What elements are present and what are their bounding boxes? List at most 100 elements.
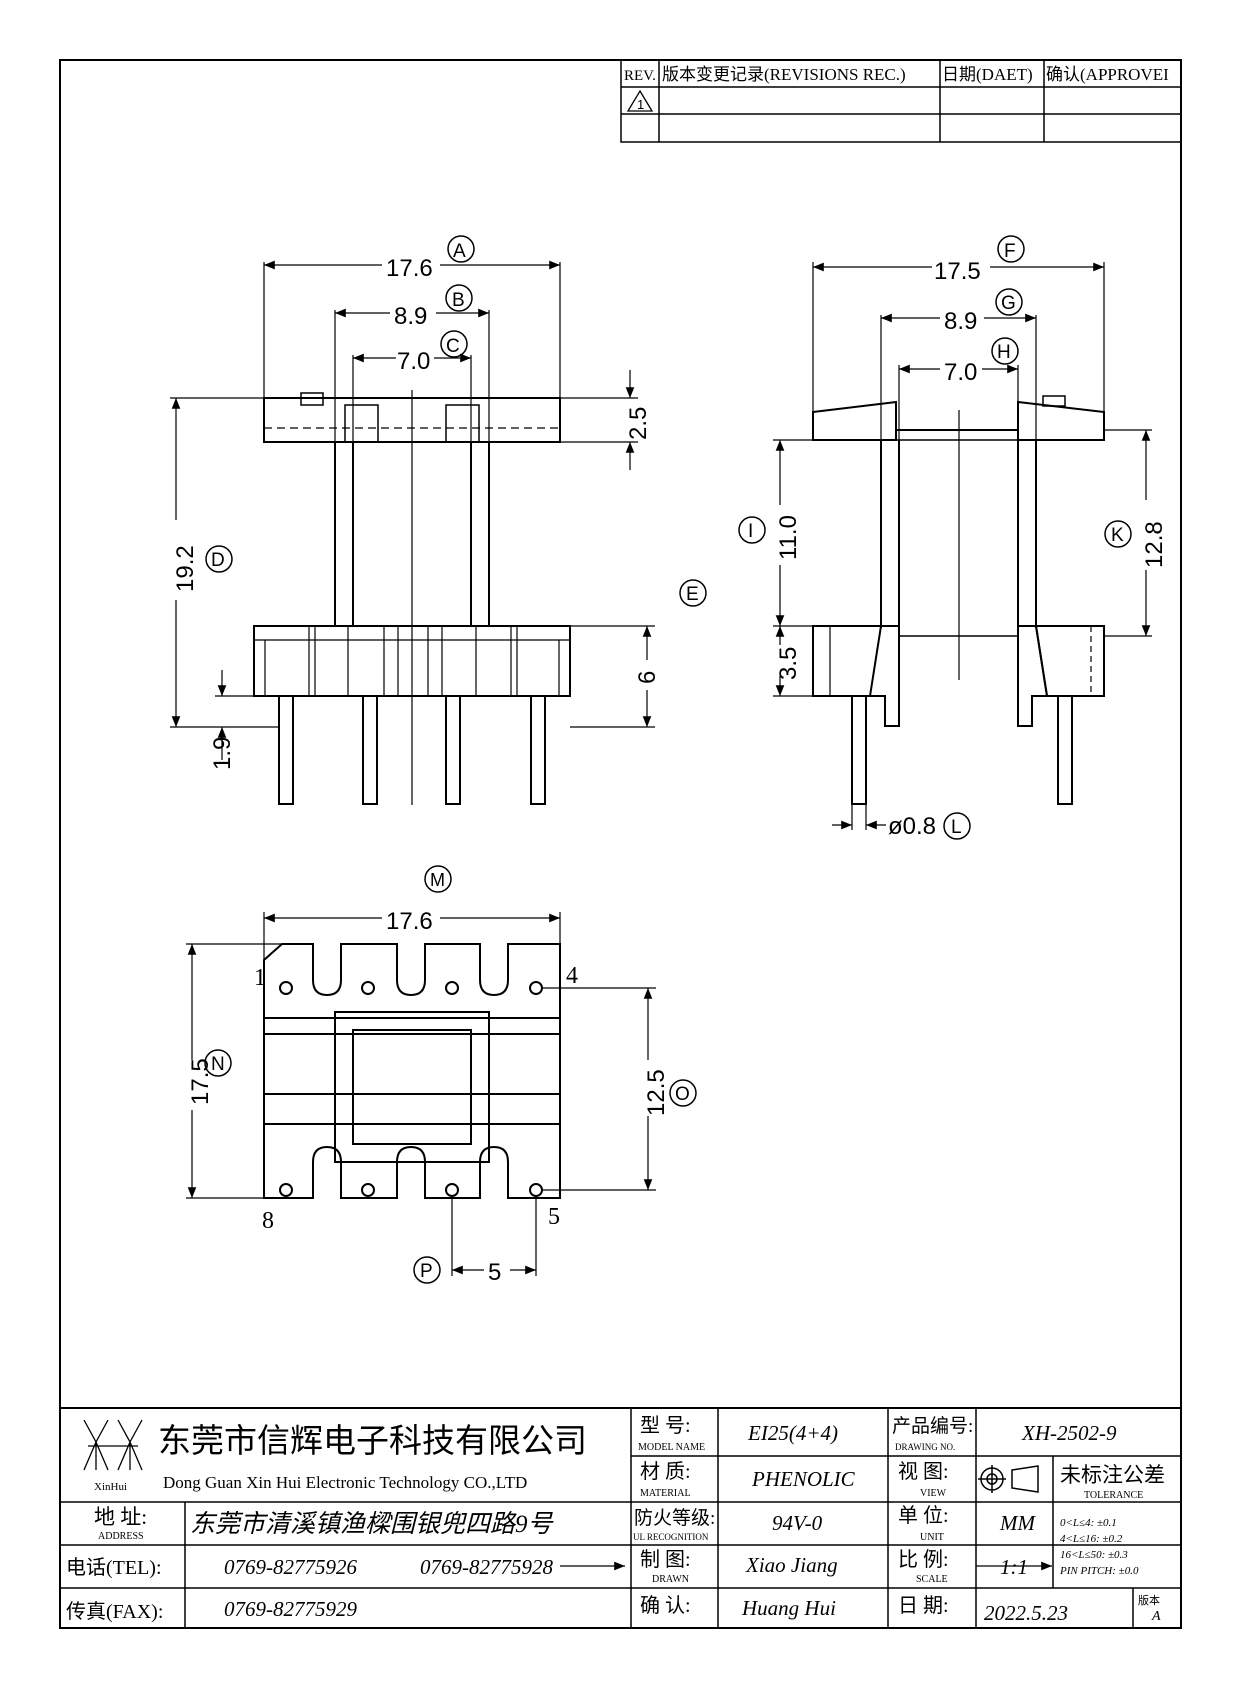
model-value: EI25(4+4) <box>747 1421 838 1445</box>
tag-e-icon: E <box>679 579 707 607</box>
pin-8-label: 8 <box>262 1208 274 1234</box>
svg-text:1: 1 <box>637 97 644 112</box>
fax-label: 传真(FAX): <box>66 1600 163 1623</box>
tag-i-icon: I <box>738 516 766 544</box>
dim-pin-pitch: 5 <box>488 1259 501 1286</box>
dim-7-0-front: 7.0 <box>397 348 430 375</box>
ul-value: 94V-0 <box>772 1511 823 1535</box>
xinhui-logo <box>83 1419 143 1471</box>
side-dimensions <box>773 262 1152 830</box>
front-view <box>253 390 571 805</box>
check-value: Huang Hui <box>741 1596 836 1620</box>
address-label: 地 址: <box>94 1505 147 1529</box>
dim-17-5-side: 17.5 <box>934 258 981 285</box>
check-label: 确 认: <box>640 1594 691 1617</box>
material-label-en: MATERIAL <box>640 1488 691 1499</box>
dim-12-5: 12.5 <box>643 1069 670 1116</box>
material-label: 材 质: <box>640 1460 691 1483</box>
model-label: 型 号: <box>640 1414 691 1437</box>
tag-p-icon: P <box>413 1256 441 1284</box>
svg-text:G: G <box>1001 293 1016 314</box>
address-label-en: ADDRESS <box>98 1531 144 1542</box>
svg-text:L: L <box>951 817 962 838</box>
dim-17-6-front: 17.6 <box>386 255 433 282</box>
version-label: 版本 <box>1138 1593 1160 1607</box>
svg-text:A: A <box>453 241 466 262</box>
drawn-label: 制 图: <box>640 1548 691 1571</box>
tag-m-icon: M <box>424 865 452 893</box>
svg-text:C: C <box>446 336 460 357</box>
dim-3-5: 3.5 <box>775 647 802 680</box>
address-value: 东莞市清溪镇渔樑围银兜四路9号 <box>190 1510 555 1538</box>
dim-8-9-front: 8.9 <box>394 303 427 330</box>
projection-symbol-icon <box>978 1465 1039 1493</box>
dim-6: 6 <box>634 671 661 684</box>
svg-text:P: P <box>420 1261 433 1282</box>
fax-value: 0769-82775929 <box>224 1597 357 1621</box>
company-name-cn: 东莞市信辉电子科技有限公司 <box>158 1423 587 1460</box>
tag-a-icon: A <box>447 235 475 263</box>
tolerance-line-4: PIN PITCH: ±0.0 <box>1059 1565 1139 1577</box>
date-col-header: 日期(DAET) <box>942 65 1033 84</box>
material-value: PHENOLIC <box>751 1467 856 1491</box>
dim-19-2: 19.2 <box>172 545 199 592</box>
date-label: 日 期: <box>898 1595 949 1617</box>
svg-text:E: E <box>686 584 699 605</box>
side-view <box>812 395 1105 805</box>
tag-n-icon: N <box>204 1049 232 1077</box>
tag-k-icon: K <box>1104 520 1132 548</box>
drawing-no-label-en: DRAWING NO. <box>895 1442 955 1452</box>
dim-8-9-side: 8.9 <box>944 308 977 335</box>
tel-value-2: 0769-82775928 <box>420 1555 553 1579</box>
svg-text:D: D <box>211 550 225 571</box>
unit-label-en: UNIT <box>920 1532 944 1543</box>
unit-label: 单 位: <box>898 1504 949 1527</box>
tel-label: 电话(TEL): <box>66 1556 162 1579</box>
tag-l-icon: L <box>943 812 971 840</box>
tel-value-1: 0769-82775926 <box>224 1555 357 1579</box>
unit-value: MM <box>999 1511 1036 1535</box>
svg-text:B: B <box>452 290 465 311</box>
company-name-en: Dong Guan Xin Hui Electronic Technology … <box>163 1473 527 1492</box>
view-label-en: VIEW <box>920 1488 947 1499</box>
tolerance-title-en: TOLERANCE <box>1084 1490 1143 1501</box>
dim-pin-diameter: ø0.8 <box>888 813 936 840</box>
drawing-no-label: 产品编号: <box>892 1415 973 1437</box>
svg-text:F: F <box>1004 241 1016 262</box>
title-block-grid <box>59 1407 1182 1629</box>
tag-o-icon: O <box>669 1079 697 1107</box>
tolerance-line-1: 0<L≤4: ±0.1 <box>1060 1517 1117 1529</box>
model-label-en: MODEL NAME <box>638 1442 705 1453</box>
version-value: A <box>1151 1609 1161 1624</box>
tag-b-icon: B <box>445 284 473 312</box>
dim-2-5: 2.5 <box>625 407 652 440</box>
tolerance-line-3: 16<L≤50: ±0.3 <box>1060 1549 1128 1561</box>
pin-5-label: 5 <box>548 1204 560 1230</box>
tag-h-icon: H <box>991 337 1019 365</box>
dim-1-9: 1.9 <box>209 737 236 770</box>
approve-col-header: 确认(APPROVEI <box>1046 65 1169 84</box>
drawing-no-value: XH-2502-9 <box>1021 1421 1117 1445</box>
dim-7-0-side: 7.0 <box>944 359 977 386</box>
logo-text: XinHui <box>94 1481 127 1493</box>
bottom-view <box>263 943 561 1199</box>
svg-text:O: O <box>675 1084 690 1105</box>
scale-label-en: SCALE <box>916 1574 948 1585</box>
tag-f-icon: F <box>997 235 1025 263</box>
revision-table <box>620 59 1182 143</box>
tolerance-title: 未标注公差 <box>1060 1463 1165 1487</box>
dim-12-8: 12.8 <box>1141 521 1168 568</box>
pin-4-label: 4 <box>566 963 578 989</box>
dim-11-0: 11.0 <box>775 515 802 560</box>
view-label: 视 图: <box>898 1460 949 1483</box>
drawn-value: Xiao Jiang <box>745 1553 838 1577</box>
ul-label: 防火等级: <box>634 1507 715 1529</box>
bottom-dimensions <box>186 912 656 1276</box>
svg-text:H: H <box>997 342 1011 363</box>
tag-c-icon: C <box>440 330 468 358</box>
pin-1-label: 1 <box>254 965 266 991</box>
front-dimensions <box>170 260 655 760</box>
revision-triangle-icon: 1 <box>626 89 654 112</box>
scale-label: 比 例: <box>898 1548 949 1571</box>
